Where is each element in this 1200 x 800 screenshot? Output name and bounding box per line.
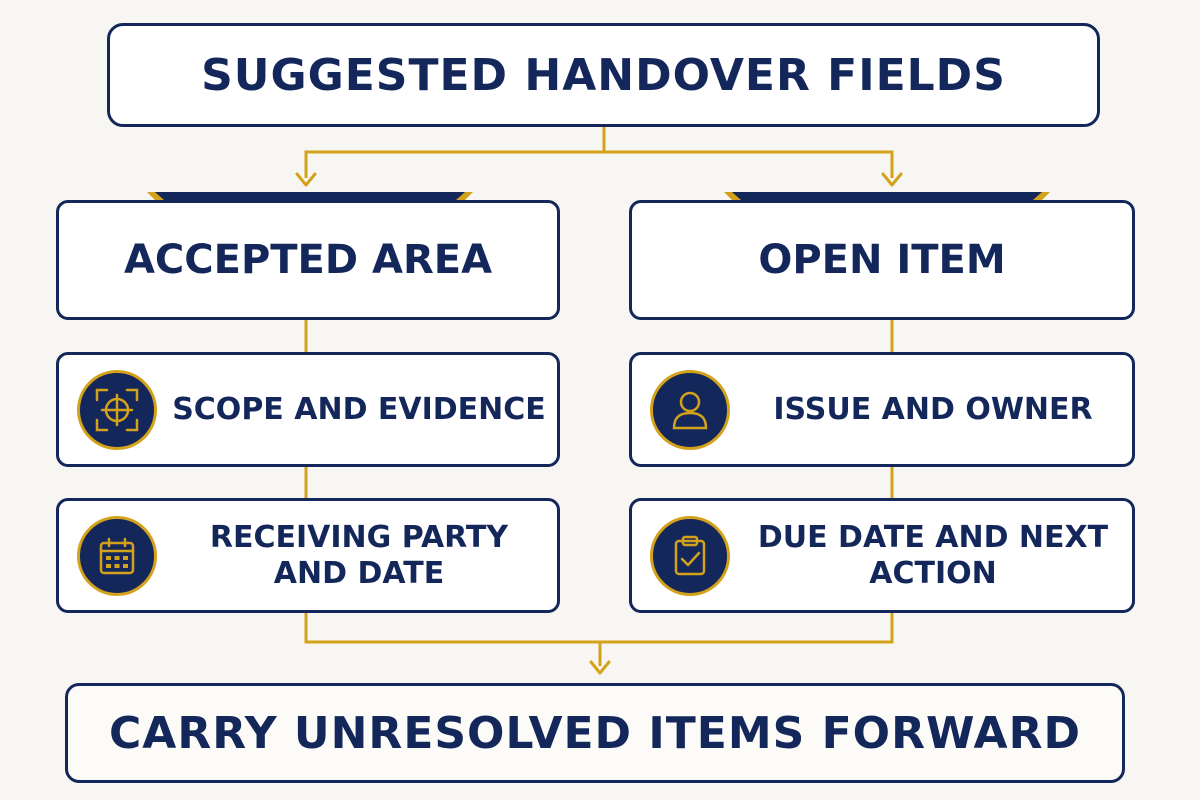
issue-and-owner-field: ISSUE AND OWNER: [629, 352, 1135, 467]
arrowhead-left-icon: [295, 172, 317, 187]
scope-and-evidence-label: SCOPE AND EVIDENCE: [172, 391, 546, 427]
accepted-area-heading: ACCEPTED AREA: [56, 200, 560, 320]
target-crosshair-icon: [77, 369, 157, 450]
title-to-columns-connector: [304, 127, 894, 178]
calendar-icon: [77, 515, 157, 596]
clipboard-check-icon: [650, 515, 730, 596]
carry-forward-footer: CARRY UNRESOLVED ITEMS FORWARD: [65, 683, 1125, 783]
arrowhead-bottom-icon: [589, 660, 611, 675]
open-item-heading: OPEN ITEM: [629, 200, 1135, 320]
diagram-title: SUGGESTED HANDOVER FIELDS: [107, 23, 1100, 127]
receiving-party-and-date-field: RECEIVING PARTY AND DATE: [56, 498, 560, 613]
scope-and-evidence-field: SCOPE AND EVIDENCE: [56, 352, 560, 467]
person-icon: [650, 369, 730, 450]
issue-and-owner-label: ISSUE AND OWNER: [773, 391, 1093, 427]
due-date-and-next-action-label: DUE DATE AND NEXT ACTION: [757, 519, 1109, 591]
receiving-party-and-date-label: RECEIVING PARTY AND DATE: [209, 519, 509, 591]
columns-to-footer-connector: [304, 613, 894, 666]
due-date-and-next-action-field: DUE DATE AND NEXT ACTION: [629, 498, 1135, 613]
arrowhead-right-icon: [881, 172, 903, 187]
